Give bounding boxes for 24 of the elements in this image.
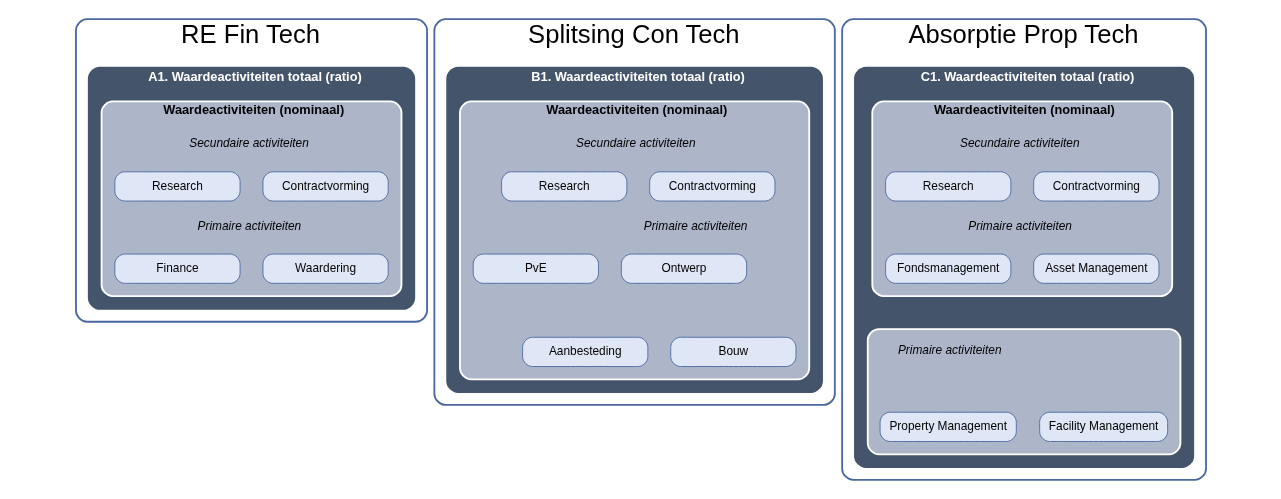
node-box: Facility Management <box>1038 411 1168 442</box>
label: Primaire activiteiten <box>197 218 301 233</box>
node-box: Research <box>113 171 241 202</box>
node-box: Ontwerp <box>620 253 747 284</box>
node-box: Property Management <box>879 411 1017 442</box>
label: Primaire activiteiten <box>643 218 747 233</box>
node-box: Contractvorming <box>262 171 389 202</box>
label: Secundaire activiteiten <box>188 136 309 151</box>
label: Secundaire activiteiten <box>959 136 1080 151</box>
node-box: Aanbesteding <box>521 336 648 367</box>
node-box: Bouw <box>669 336 796 367</box>
node-box: PvE <box>472 253 599 284</box>
label: Primaire activiteiten <box>967 218 1072 233</box>
node-box: Research <box>500 171 627 202</box>
node-box: Waardering <box>262 253 389 284</box>
node-box: Contractvorming <box>1032 171 1159 202</box>
node-box: Research <box>884 171 1011 202</box>
label: Secundaire activiteiten <box>575 136 696 151</box>
label: Primaire activiteiten <box>897 343 1002 358</box>
node-box: Fondsmanagement <box>884 253 1011 284</box>
node-box: Contractvorming <box>648 171 775 202</box>
cluster <box>866 328 1181 456</box>
node-box: Asset Management <box>1032 253 1159 284</box>
node-box: Finance <box>113 253 241 284</box>
